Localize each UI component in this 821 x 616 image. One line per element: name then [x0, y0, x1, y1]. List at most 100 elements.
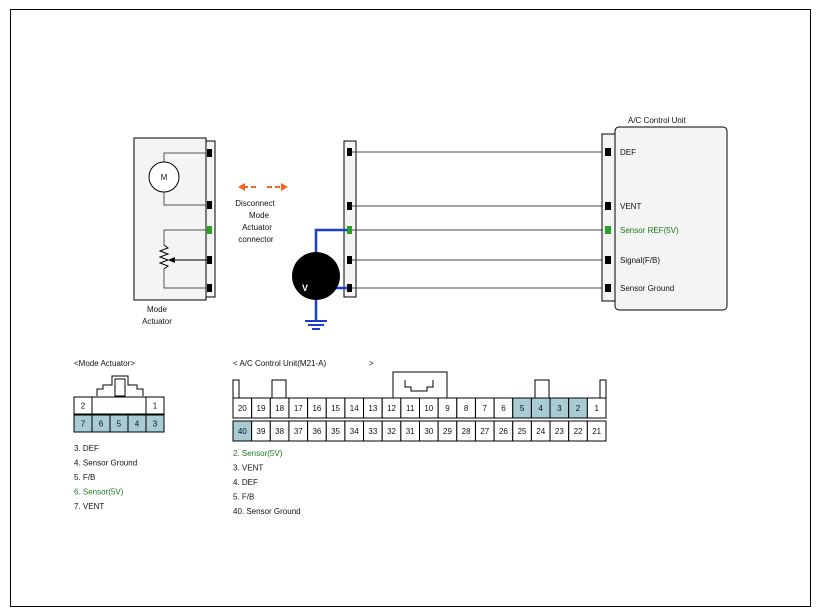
- pin-number: 25: [518, 427, 527, 436]
- pin-number: 30: [424, 427, 433, 436]
- ac-control-unit: A/C Control Unit DEF VENT Sensor REF(5V)…: [601, 116, 728, 311]
- pin-number: 4: [538, 404, 543, 413]
- acu-legend-item: 40. Sensor Ground: [233, 507, 301, 516]
- mode-connector-title: <Mode Actuator>: [74, 359, 135, 368]
- pin-number: 20: [238, 404, 247, 413]
- mode-legend-item: 7. VENT: [74, 502, 104, 511]
- acu-connector-title-end: >: [369, 359, 374, 368]
- acu-legend-item: 5. F/B: [233, 493, 254, 502]
- pin-number: 40: [238, 427, 247, 436]
- arrow-right-icon: [281, 183, 288, 191]
- actuator-pin: [207, 256, 212, 264]
- pin-number: 23: [555, 427, 564, 436]
- pin-number: 7: [81, 420, 86, 429]
- acu-pin-label: Signal(F/B): [620, 256, 660, 265]
- pin-number: 12: [387, 404, 396, 413]
- pin-number: 17: [294, 404, 303, 413]
- acu-pin-label: DEF: [620, 148, 636, 157]
- mode-legend-item: 4. Sensor Ground: [74, 459, 137, 468]
- pin-number: 13: [368, 404, 377, 413]
- pin-number: 3: [557, 404, 562, 413]
- connector-cell: [586, 397, 607, 419]
- motor-label: M: [161, 173, 168, 182]
- connector-cell-blank: [91, 396, 147, 415]
- disconnect-text: Disconnect: [235, 199, 275, 208]
- voltmeter: V: [292, 228, 347, 330]
- actuator-pin: [207, 149, 212, 157]
- pin-number: 10: [424, 404, 433, 413]
- wiper-arrow-icon: [168, 257, 175, 263]
- pin-number: 7: [483, 404, 488, 413]
- disconnect-text: Mode: [249, 211, 270, 220]
- pin-number: 2: [576, 404, 581, 413]
- pin-number: 2: [81, 402, 86, 411]
- acu-connector: [601, 133, 617, 302]
- pin-number: 22: [574, 427, 583, 436]
- pin-number: 38: [275, 427, 284, 436]
- mode-legend-item: 6. Sensor(5V): [74, 488, 124, 497]
- mode-legend-item: 5. F/B: [74, 473, 95, 482]
- pin-number: 19: [257, 404, 266, 413]
- voltmeter-icon: [292, 252, 340, 300]
- pin-number: 16: [312, 404, 321, 413]
- acu-pin-label-green: Sensor REF(5V): [620, 226, 679, 235]
- pin-number: 14: [350, 404, 359, 413]
- pin-number: 3: [153, 420, 158, 429]
- pin-number: 35: [331, 427, 340, 436]
- pin-number: 21: [592, 427, 601, 436]
- probe-wire-positive: [314, 228, 347, 262]
- disconnect-text: connector: [238, 235, 273, 244]
- voltmeter-label: V: [302, 283, 308, 293]
- connector-cell: [145, 414, 165, 433]
- pin-number: 32: [387, 427, 396, 436]
- pin-number: 34: [350, 427, 359, 436]
- harness-connector: [343, 140, 357, 298]
- acu-legend-item: 3. VENT: [233, 464, 263, 473]
- pin-number: 1: [594, 404, 599, 413]
- pin-number: 4: [135, 420, 140, 429]
- mode-legend-item: 3. DEF: [74, 444, 99, 453]
- acu-legend-item: 2. Sensor(5V): [233, 449, 283, 458]
- potentiometer-icon: [158, 244, 170, 270]
- acu-connector-title: < A/C Control Unit(M21-A): [233, 359, 326, 368]
- acu-pin-label: VENT: [620, 202, 641, 211]
- acu-title: A/C Control Unit: [628, 116, 687, 125]
- pin-number: 5: [117, 420, 122, 429]
- pin-number: 27: [480, 427, 489, 436]
- actuator-caption: Mode: [147, 305, 168, 314]
- pin-number: 18: [275, 404, 284, 413]
- pin-number: 6: [501, 404, 506, 413]
- actuator-pin: [207, 284, 212, 292]
- pin-number: 33: [368, 427, 377, 436]
- harness-connector-body: [343, 140, 357, 298]
- disconnect-indicator: Disconnect Mode Actuator connector: [235, 183, 288, 244]
- acu-body: [614, 126, 728, 311]
- actuator-pin-green: [207, 226, 212, 234]
- pin-number: 15: [331, 404, 340, 413]
- motor-icon: [148, 161, 180, 193]
- mode-actuator: M Mode Actuator: [133, 137, 216, 326]
- pin-number: 5: [520, 404, 525, 413]
- pin-number: 28: [462, 427, 471, 436]
- pin-number: 26: [499, 427, 508, 436]
- pin-number: 31: [406, 427, 415, 436]
- pin-number: 6: [99, 420, 104, 429]
- arrow-left-icon: [238, 183, 245, 191]
- acu-legend-item: 4. DEF: [233, 478, 258, 487]
- actuator-connector: [205, 140, 216, 298]
- pin-number: 8: [464, 404, 469, 413]
- actuator-body: [133, 137, 207, 301]
- acu-pin-label: Sensor Ground: [620, 284, 674, 293]
- wires: [352, 151, 605, 289]
- actuator-caption: Actuator: [142, 317, 172, 326]
- pin-number: 39: [257, 427, 266, 436]
- pin-number: 29: [443, 427, 452, 436]
- pin-number: 9: [445, 404, 450, 413]
- pin-number: 24: [536, 427, 545, 436]
- pin-number: 11: [406, 404, 415, 413]
- pin-number: 1: [153, 402, 158, 411]
- disconnect-text: Actuator: [242, 223, 272, 232]
- diagram-frame: [10, 9, 811, 607]
